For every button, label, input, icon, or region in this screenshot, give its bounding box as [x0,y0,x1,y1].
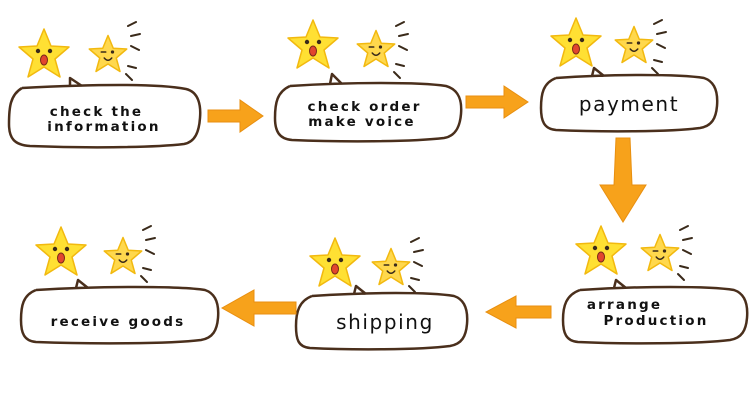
step-4-line-1: arrange [587,297,662,313]
arrow-left-5 [220,289,297,327]
step-1-line-2: information [47,119,160,135]
speech-bubble [273,72,463,143]
step-1: check the information [7,21,202,149]
step-4-label: arrange Production [587,297,709,329]
arrow-left-4 [484,295,552,329]
process-arrow-icon [207,85,647,329]
step-3-line-1: payment [579,92,679,116]
sparkle-lines-icon [140,225,156,283]
smiling-star-icon [575,225,627,275]
step-6-label: receive goods [51,314,186,330]
step-6-line-1: receive goods [51,314,186,330]
smiling-star-icon [35,226,87,276]
sparkle-lines-icon [651,19,667,75]
step-1-label: check the information [47,104,160,135]
winking-star-icon [103,236,143,275]
speech-bubble [539,66,719,133]
smiling-star-icon [550,17,602,67]
speech-bubble [561,278,749,345]
speech-bubble [7,76,202,149]
step-3-label: payment [579,92,679,116]
step-1-line-1: check the [50,104,143,120]
winking-star-icon [640,233,680,272]
sparkle-lines-icon [393,21,409,79]
step-5-label: shipping [336,310,434,334]
smiling-star-icon [287,19,339,69]
step-2-label: check order make voice [308,99,429,130]
smiling-star-icon [309,237,361,287]
winking-star-icon [356,29,396,68]
speech-bubble [294,284,469,351]
arrow-right-2 [465,85,529,119]
winking-star-icon [88,34,128,73]
step-2-line-2: make voice [308,114,416,130]
step-5: shipping [294,237,469,351]
sparkle-lines-icon [408,237,424,293]
sparkle-lines-icon [677,225,693,281]
step-4-line-2: Production [603,313,708,329]
step-2: check order make voice [273,19,463,143]
speech-bubble [19,278,220,345]
arrow-right-1 [207,99,264,133]
sparkle-lines-icon [125,21,141,81]
winking-star-icon [614,25,654,64]
step-4: arrange Production [561,225,749,345]
smiling-star-icon [18,28,70,78]
step-3: payment [539,17,719,133]
winking-star-icon [371,247,411,286]
arrow-down-3 [599,137,647,223]
step-6: receive goods [19,225,220,345]
step-5-line-1: shipping [336,310,434,334]
step-2-line-1: check order [308,99,422,115]
